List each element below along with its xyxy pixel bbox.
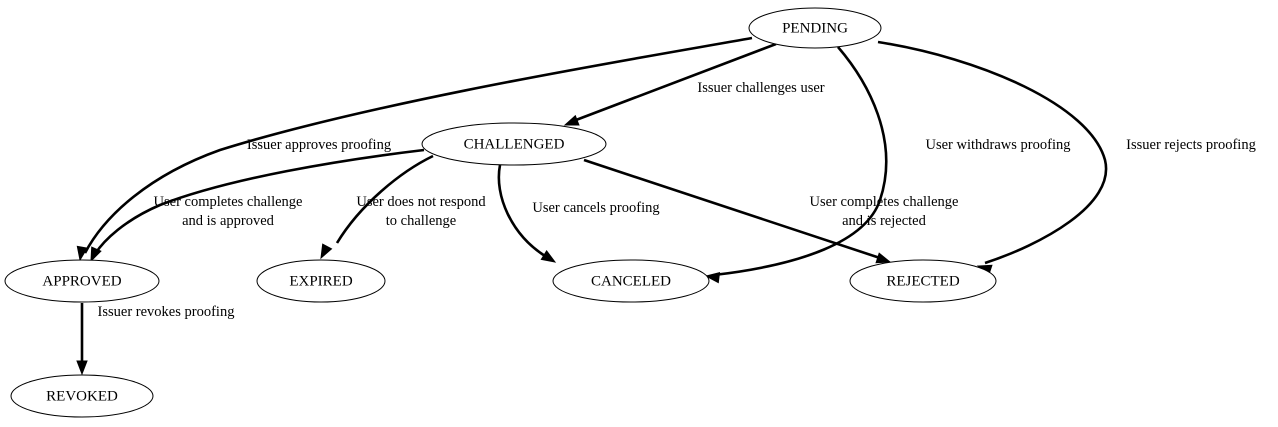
edges-layer bbox=[76, 36, 1108, 376]
edge-arrowhead-challenged-canceled bbox=[540, 249, 557, 263]
node-label-rejected: REJECTED bbox=[886, 273, 959, 289]
edge-label-line: and is approved bbox=[182, 213, 275, 229]
edge-arrowhead-pending-canceled bbox=[704, 271, 721, 284]
edge-label-line: to challenge bbox=[386, 213, 456, 229]
node-ellipse-pending bbox=[748, 7, 882, 49]
node-label-pending: PENDING bbox=[782, 20, 848, 36]
node-pending[interactable]: PENDING bbox=[748, 7, 882, 49]
edge-label-pending-rejected: Issuer rejects proofing bbox=[1126, 137, 1256, 153]
edge-arrowhead-pending-approved bbox=[76, 245, 88, 262]
edge-label-pending-challenged: Issuer challenges user bbox=[697, 80, 824, 96]
edge-label-line: Issuer challenges user bbox=[697, 80, 824, 96]
edge-label-line: Issuer approves proofing bbox=[247, 137, 391, 153]
node-label-approved: APPROVED bbox=[42, 273, 121, 289]
edge-arrowhead-approved-revoked bbox=[76, 360, 88, 376]
edge-path-challenged-rejected bbox=[583, 158, 881, 260]
edge-pending-approved bbox=[76, 36, 753, 262]
edge-label-line: User completes challenge bbox=[810, 194, 959, 210]
node-ellipse-revoked bbox=[10, 374, 154, 418]
edge-arrowhead-challenged-rejected bbox=[875, 252, 892, 264]
node-ellipse-expired bbox=[256, 259, 386, 303]
edge-label-approved-revoked: Issuer revokes proofing bbox=[98, 304, 235, 320]
nodes-layer: PENDING CHALLENGED APPROVED EXPIRED CANCELED… bbox=[4, 7, 997, 418]
node-challenged[interactable]: CHALLENGED bbox=[421, 122, 607, 166]
edge-arrowhead-challenged-approved bbox=[90, 246, 102, 263]
edge-path-pending-approved bbox=[83, 36, 753, 254]
edge-challenged-canceled bbox=[497, 164, 557, 263]
edge-pending-rejected bbox=[877, 40, 1108, 276]
edge-labels-layer: Issuer approves proofing Issuer challenge… bbox=[98, 80, 1256, 320]
node-rejected[interactable]: REJECTED bbox=[849, 259, 997, 303]
node-ellipse-challenged bbox=[421, 122, 607, 166]
node-label-canceled: CANCELED bbox=[591, 273, 671, 289]
edge-label-challenged-rejected: User completes challenge and is rejected bbox=[810, 194, 959, 229]
edge-path-challenged-canceled bbox=[497, 164, 546, 258]
edge-label-line: Issuer revokes proofing bbox=[98, 304, 235, 320]
edge-label-challenged-expired: User does not respond to challenge bbox=[356, 194, 486, 229]
node-label-revoked: REVOKED bbox=[46, 388, 118, 404]
node-label-expired: EXPIRED bbox=[289, 273, 353, 289]
node-label-challenged: CHALLENGED bbox=[464, 136, 565, 152]
edge-label-challenged-canceled: User cancels proofing bbox=[532, 200, 659, 216]
edge-label-pending-canceled: User withdraws proofing bbox=[926, 137, 1071, 153]
edge-label-line: Issuer rejects proofing bbox=[1126, 137, 1256, 153]
edge-pending-canceled bbox=[704, 46, 888, 284]
edge-challenged-rejected bbox=[583, 158, 892, 264]
node-ellipse-approved bbox=[4, 259, 160, 303]
edge-path-pending-canceled bbox=[713, 46, 888, 277]
edge-label-line: User cancels proofing bbox=[532, 200, 659, 216]
edge-challenged-approved bbox=[90, 148, 425, 263]
node-canceled[interactable]: CANCELED bbox=[552, 259, 710, 303]
edge-path-challenged-approved bbox=[93, 148, 425, 255]
node-approved[interactable]: APPROVED bbox=[4, 259, 160, 303]
edge-label-challenged-approved: User completes challenge and is approved bbox=[154, 194, 303, 229]
edge-label-line: User completes challenge bbox=[154, 194, 303, 210]
node-ellipse-rejected bbox=[849, 259, 997, 303]
edge-label-pending-approved: Issuer approves proofing bbox=[247, 137, 391, 153]
node-revoked[interactable]: REVOKED bbox=[10, 374, 154, 418]
edge-label-line: User does not respond bbox=[356, 194, 486, 210]
edge-pending-challenged bbox=[563, 42, 777, 126]
edge-path-challenged-expired bbox=[335, 154, 434, 244]
edge-path-pending-rejected bbox=[877, 40, 1108, 265]
edge-label-line: and is rejected bbox=[842, 213, 926, 229]
edge-label-line: User withdraws proofing bbox=[926, 137, 1071, 153]
edge-arrowhead-pending-challenged bbox=[563, 114, 580, 126]
edge-approved-revoked bbox=[76, 303, 88, 376]
node-expired[interactable]: EXPIRED bbox=[256, 259, 386, 303]
node-ellipse-canceled bbox=[552, 259, 710, 303]
edge-arrowhead-challenged-expired bbox=[320, 243, 333, 260]
edge-path-pending-challenged bbox=[575, 42, 777, 122]
edge-challenged-expired bbox=[320, 154, 434, 260]
